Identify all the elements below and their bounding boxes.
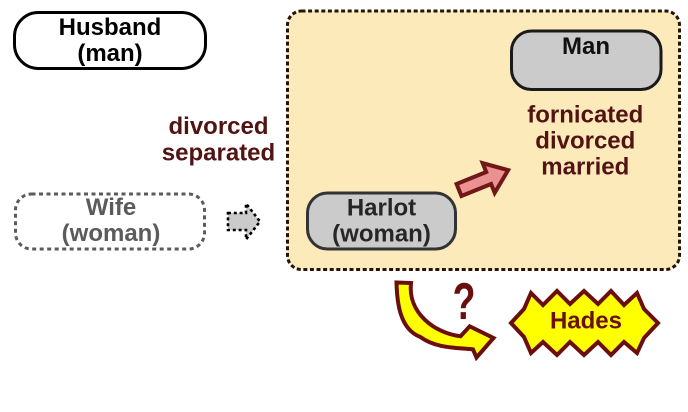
svg-text:Husband: Husband — [59, 14, 162, 41]
svg-text:Hades: Hades — [550, 308, 622, 335]
svg-text:divorced: divorced — [535, 127, 635, 154]
svg-text:Wife: Wife — [86, 194, 136, 221]
svg-text:fornicated: fornicated — [527, 101, 643, 128]
svg-text:(man): (man) — [77, 40, 142, 67]
svg-text:divorced: divorced — [168, 113, 268, 140]
svg-text:?: ? — [453, 272, 476, 331]
svg-text:Man: Man — [562, 33, 610, 60]
svg-text:(woman): (woman) — [332, 221, 431, 248]
svg-text:Harlot: Harlot — [347, 195, 416, 222]
svg-text:(woman): (woman) — [62, 220, 161, 247]
svg-text:married: married — [541, 153, 629, 180]
svg-text:separated: separated — [162, 140, 275, 167]
